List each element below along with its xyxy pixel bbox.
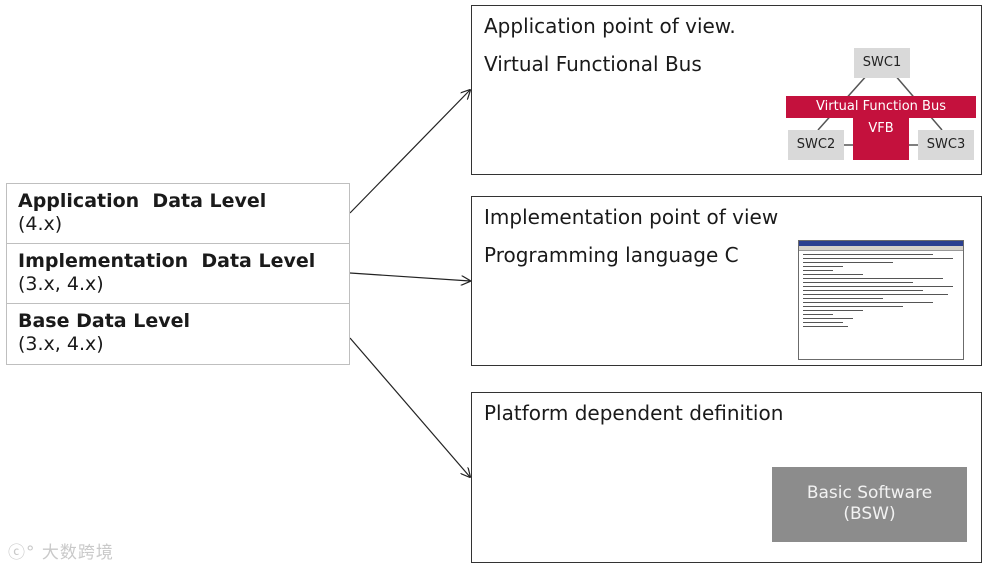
box-subtitle: Programming language C (484, 243, 739, 267)
platform-view-box: Platform dependent definition (471, 392, 982, 563)
level-title: Implementation Data Level (18, 250, 316, 272)
level-title: Application Data Level (18, 190, 267, 212)
vfb-figure: SWC1 Virtual Function Bus VFB SWC2 SWC3 (786, 46, 976, 166)
level-versions: (4.x) (18, 213, 63, 235)
bsw-label: Basic Software (806, 483, 933, 503)
virtual-function-bus-bar: Virtual Function Bus (786, 96, 976, 118)
box-title: Application point of view. (484, 14, 736, 38)
level-application: Application Data Level (4.x) (7, 184, 349, 244)
vfb-block: VFB (853, 118, 909, 160)
arrow-to-platform (349, 337, 470, 477)
arrow-to-application (349, 90, 470, 214)
level-versions: (3.x, 4.x) (18, 273, 104, 295)
bsw-abbreviation: (BSW) (843, 504, 896, 524)
data-levels-table: Application Data Level (4.x) Implementat… (6, 183, 350, 365)
editor-titlebar (799, 241, 963, 246)
watermark-logo-icon: ⓒ° (8, 543, 36, 563)
box-title: Platform dependent definition (484, 401, 784, 425)
swc3-block: SWC3 (918, 130, 974, 160)
level-implementation: Implementation Data Level (3.x, 4.x) (7, 244, 349, 304)
arrow-to-implementation (349, 272, 470, 281)
box-title: Implementation point of view (484, 205, 779, 229)
editor-menubar (799, 246, 963, 251)
implementation-view-box: Implementation point of view Programming… (471, 196, 982, 366)
box-subtitle: Virtual Functional Bus (484, 52, 702, 76)
level-base: Base Data Level (3.x, 4.x) (7, 304, 349, 364)
application-view-box: Application point of view. Virtual Funct… (471, 5, 982, 175)
level-title: Base Data Level (18, 310, 191, 332)
code-editor-thumbnail (798, 240, 964, 360)
watermark-text: 大数跨境 (41, 543, 114, 563)
level-versions: (3.x, 4.x) (18, 333, 104, 355)
basic-software-block: Basic Software (BSW) (772, 467, 967, 542)
watermark: ⓒ° 大数跨境 (8, 538, 114, 563)
swc1-block: SWC1 (854, 48, 910, 78)
swc2-block: SWC2 (788, 130, 844, 160)
